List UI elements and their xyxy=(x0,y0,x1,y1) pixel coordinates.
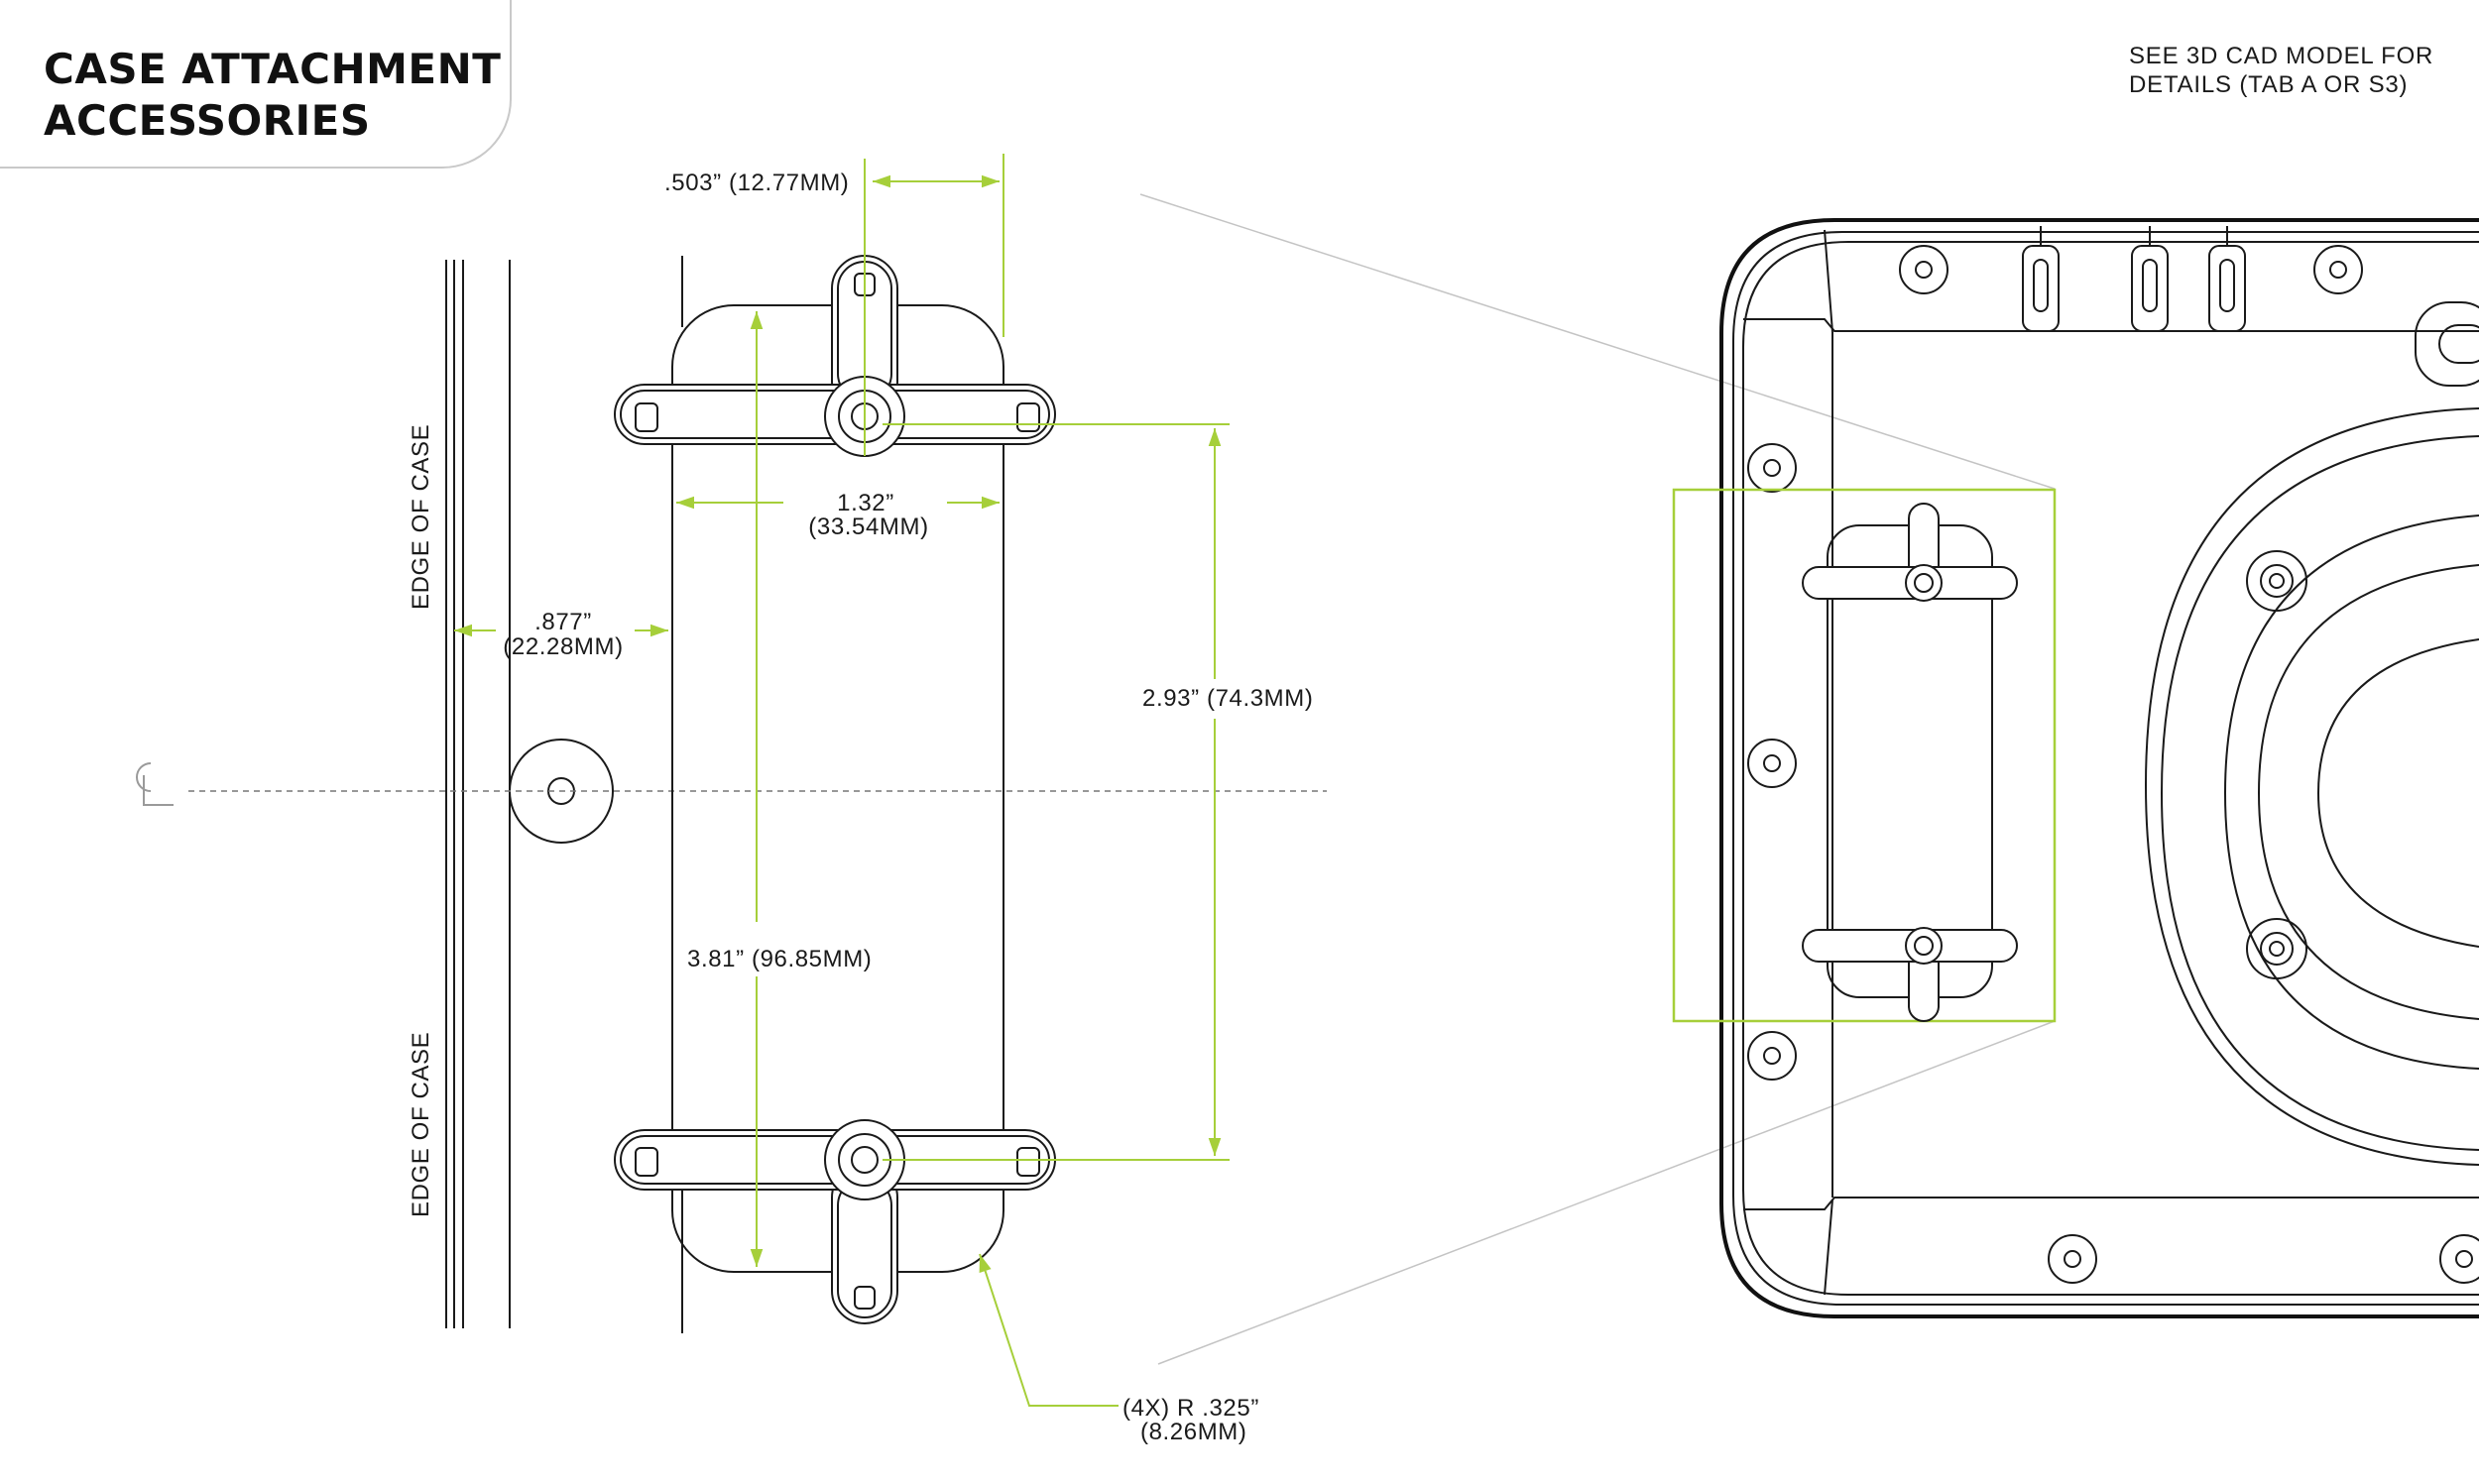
mount-miniature xyxy=(1802,503,2018,1022)
centerline xyxy=(136,762,1327,806)
title-panel: CASE ATTACHMENT ACCESSORIES xyxy=(0,0,512,169)
case-handle-mount xyxy=(2415,301,2479,387)
body-width-label-in: 1.32” xyxy=(837,490,894,516)
radius-label-line-2: (8.26MM) xyxy=(1140,1419,1246,1445)
offset-label-in: .877” xyxy=(534,609,592,635)
title-line-1: CASE ATTACHMENT xyxy=(44,45,502,93)
dimension-labels: .503” (12.77MM) 1.32” (33.54MM) .877” (2… xyxy=(408,170,1313,1445)
centerline-symbol-icon xyxy=(136,762,174,806)
projection-lines xyxy=(1139,193,2056,1365)
page-title: CASE ATTACHMENT ACCESSORIES xyxy=(44,44,501,147)
edge-of-case-label-top: EDGE OF CASE xyxy=(408,424,434,610)
body-width-label-mm: (33.54MM) xyxy=(808,514,928,540)
detail-highlight-box xyxy=(1672,488,2057,1023)
note-line-2: DETAILS (TAB A OR S3) xyxy=(2129,71,2409,98)
case-top-latches xyxy=(2022,226,2246,332)
top-cross-bracket xyxy=(614,255,1056,457)
case-outline xyxy=(1719,218,2479,1318)
edge-of-case-label-bottom: EDGE OF CASE xyxy=(408,1032,434,1217)
dimension-lines xyxy=(454,154,1230,1407)
title-line-2: ACCESSORIES xyxy=(44,96,371,145)
note-line-1: SEE 3D CAD MODEL FOR xyxy=(2129,43,2434,69)
offset-label-mm: (22.28MM) xyxy=(503,633,623,660)
radius-label-line-1: (4X) R .325” xyxy=(1122,1395,1259,1422)
tab-width-label: .503” (12.77MM) xyxy=(664,170,849,196)
cad-reference-note: SEE 3D CAD MODEL FOR DETAILS (TAB A OR S… xyxy=(2129,42,2433,99)
hole-spacing-label: 2.93” (74.3MM) xyxy=(1142,685,1313,712)
lens-port xyxy=(2144,407,2479,1166)
mount-body xyxy=(671,304,1004,1273)
overall-length-label: 3.81” (96.85MM) xyxy=(687,946,872,972)
bottom-cross-bracket xyxy=(614,1119,1056,1324)
case-screws xyxy=(1747,245,2479,1284)
